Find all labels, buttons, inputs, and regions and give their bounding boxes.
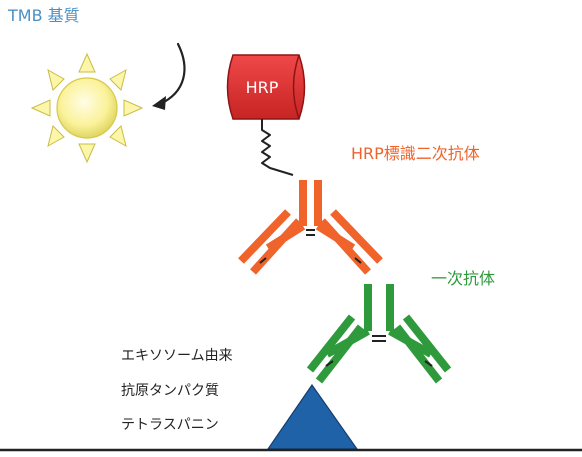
target-label-line-2: 抗原タンパク質: [121, 383, 219, 399]
hrp-label: HRP: [246, 78, 279, 97]
target-label-line-3: テトラスパニン: [121, 417, 219, 433]
sun-body: [56, 77, 118, 139]
secondary-antibody: [238, 180, 383, 275]
primary-antibody: [306, 284, 452, 384]
secondary-antibody-label: HRP標識二次抗体: [351, 144, 480, 163]
secondary-antibody-bonds: [259, 229, 362, 264]
primary-antibody-bonds: [325, 335, 433, 367]
primary-antibody-label: 一次抗体: [431, 269, 496, 288]
reaction-arrow-icon: [152, 42, 186, 110]
hrp-linker: [261, 119, 294, 176]
antigen-triangle: [266, 383, 359, 450]
sun-icon: [30, 52, 144, 164]
hrp-enzyme: HRP: [226, 54, 306, 120]
sun-rays: [30, 52, 144, 164]
substrate-label: TMB 基質: [8, 6, 80, 25]
target-label-line-1: エキソソーム由来: [121, 348, 233, 364]
